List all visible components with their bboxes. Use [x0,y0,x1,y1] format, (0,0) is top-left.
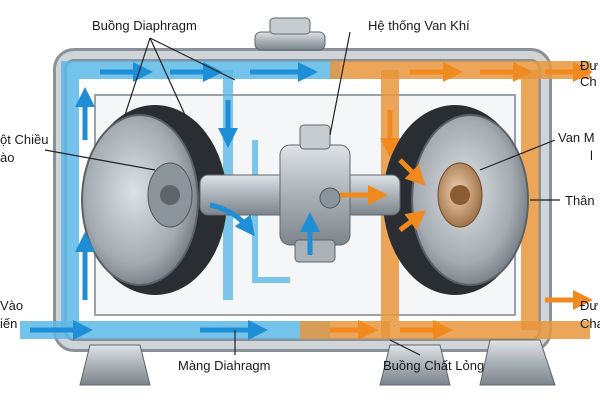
leader-line [149,37,236,81]
label-fluid-chamber: Buồng Chất Lỏng [383,358,485,373]
leader-line [149,37,186,116]
leader-line [124,37,151,116]
leader-lines [44,31,560,356]
label-outlet-bottom-1: Đư [580,298,599,313]
label-outlet-bottom-2: Cha [580,316,600,331]
label-outlet-top-1: Đư [580,58,599,73]
label-body-right: Thân [565,193,595,208]
label-outlet-top-2: Ch [580,74,597,89]
air-valve-assembly [199,124,401,263]
right-diaphragm-chamber [383,105,529,295]
label-inlet-2: iến [0,316,18,331]
label-valve-right-1: Van M [558,130,595,145]
blue-flow-arrows [30,62,320,340]
label-check-valve-2: ào [0,150,15,165]
flow-arrow [398,158,426,186]
label-membrane: Màng Diahragm [178,358,271,373]
label-inlet-1: Vào [0,298,24,313]
leader-line [389,339,421,356]
leader-line [44,149,156,171]
left-diaphragm-chamber [81,105,227,295]
label-valve-right-2: l [590,148,593,163]
label-diaphragm-chamber: Buồng Diaphragm [92,18,197,33]
leader-line [329,31,351,136]
flow-arrow [209,202,255,237]
orange-flow-arrows [330,62,593,340]
flow-arrow [398,210,427,232]
label-air-valve-system: Hệ thống Van Khí [368,18,470,33]
label-check-valve-1: ột Chiều [0,132,49,147]
leader-line [479,139,556,171]
